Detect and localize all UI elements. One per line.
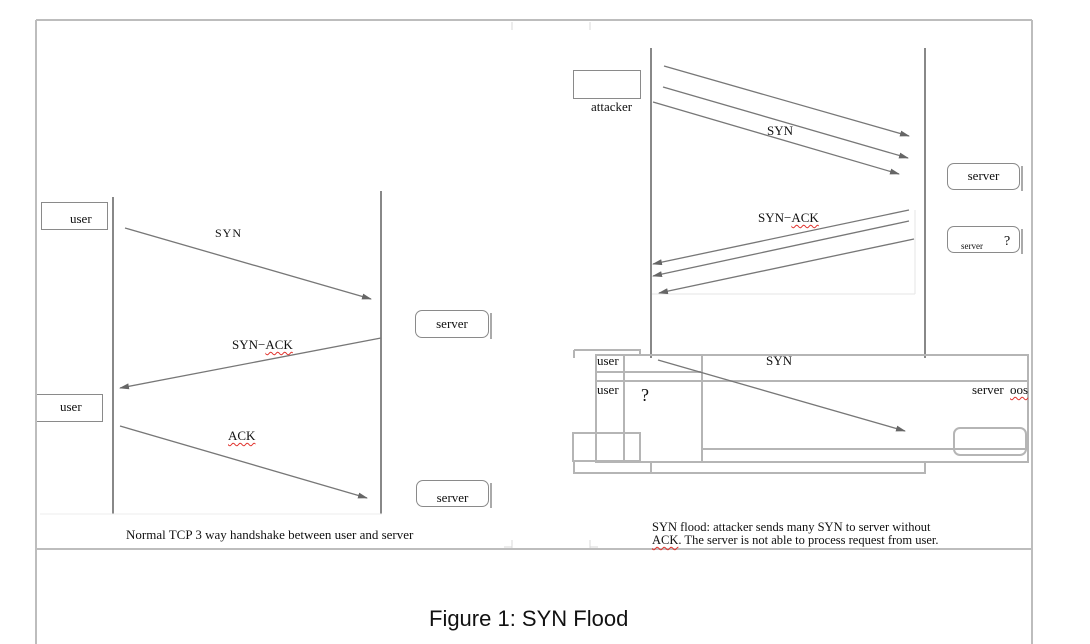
right-caption-line-2: ACK. The server is not able to process r… bbox=[652, 534, 939, 547]
user-box-top bbox=[41, 202, 108, 230]
flood-syn-arrow-1 bbox=[663, 65, 910, 137]
figure-caption: Figure 1: SYN Flood bbox=[429, 606, 629, 631]
lower-grid-outer bbox=[595, 354, 1029, 463]
syn-ack-label-prefix: SYN− bbox=[232, 337, 266, 352]
flood-synack-arrow-2 bbox=[652, 220, 910, 278]
flood-syn-ack-prefix: SYN− bbox=[758, 210, 792, 225]
lower-question-mark: ? bbox=[641, 385, 649, 405]
server-label-mid: server bbox=[436, 316, 468, 331]
attacker-box bbox=[573, 70, 641, 99]
flood-syn-ack-suffix: ACK bbox=[791, 210, 819, 225]
ack-label: ACK bbox=[228, 428, 256, 443]
syn-ack-arrow bbox=[119, 337, 382, 390]
lower-syn-label: SYN bbox=[766, 353, 793, 368]
flood-syn-arrow-3 bbox=[652, 101, 900, 175]
lower-server-box bbox=[953, 427, 1027, 456]
user-box-mid bbox=[37, 394, 103, 422]
server-label-bottom: server bbox=[436, 490, 469, 505]
lower-server-label: server bbox=[972, 382, 1004, 397]
right-caption-ack: ACK bbox=[652, 533, 679, 547]
server-question-label: server bbox=[961, 241, 983, 251]
lower-syn-arrow bbox=[657, 359, 906, 432]
user-label-top: user bbox=[70, 211, 92, 226]
flood-syn-arrow-2 bbox=[662, 86, 909, 159]
flood-syn-ack-label: SYN−ACK bbox=[758, 211, 819, 224]
left-panel-caption: Normal TCP 3 way handshake between user … bbox=[126, 527, 414, 542]
lower-grid-bottom bbox=[573, 461, 926, 474]
server-box-bottom: server bbox=[416, 480, 492, 508]
lower-user-label-1: user bbox=[597, 353, 619, 368]
lower-oos-label: oos bbox=[1010, 382, 1029, 397]
syn-arrow bbox=[124, 227, 372, 300]
right-caption-line-1: SYN flood: attacker sends many SYN to se… bbox=[652, 520, 931, 534]
syn-ack-label: SYN−ACK bbox=[232, 338, 293, 351]
right-caption-line-2-rest: . The server is not able to process requ… bbox=[678, 533, 939, 547]
user-label-mid: user bbox=[60, 399, 82, 414]
lower-user-label-2: user bbox=[597, 382, 619, 397]
ack-arrow bbox=[119, 425, 368, 499]
server-question-box: server ? bbox=[947, 226, 1023, 254]
syn-ack-label-suffix: ACK bbox=[265, 337, 293, 352]
attacker-label: attacker bbox=[591, 99, 633, 114]
lower-server-oos-label: server oos bbox=[972, 383, 1028, 396]
server-box-mid: server bbox=[415, 310, 492, 339]
right-panel-caption: SYN flood: attacker sends many SYN to se… bbox=[652, 521, 939, 547]
server-label-right: server bbox=[967, 168, 1000, 183]
question-mark-icon: ? bbox=[1004, 234, 1011, 249]
flood-syn-label: SYN bbox=[767, 123, 794, 138]
flood-synack-arrow-1 bbox=[652, 209, 910, 266]
lower-small-box bbox=[572, 432, 641, 462]
server-box-right: server bbox=[947, 163, 1023, 191]
syn-label: SYN bbox=[215, 226, 243, 240]
flood-synack-arrow-3 bbox=[658, 238, 915, 295]
